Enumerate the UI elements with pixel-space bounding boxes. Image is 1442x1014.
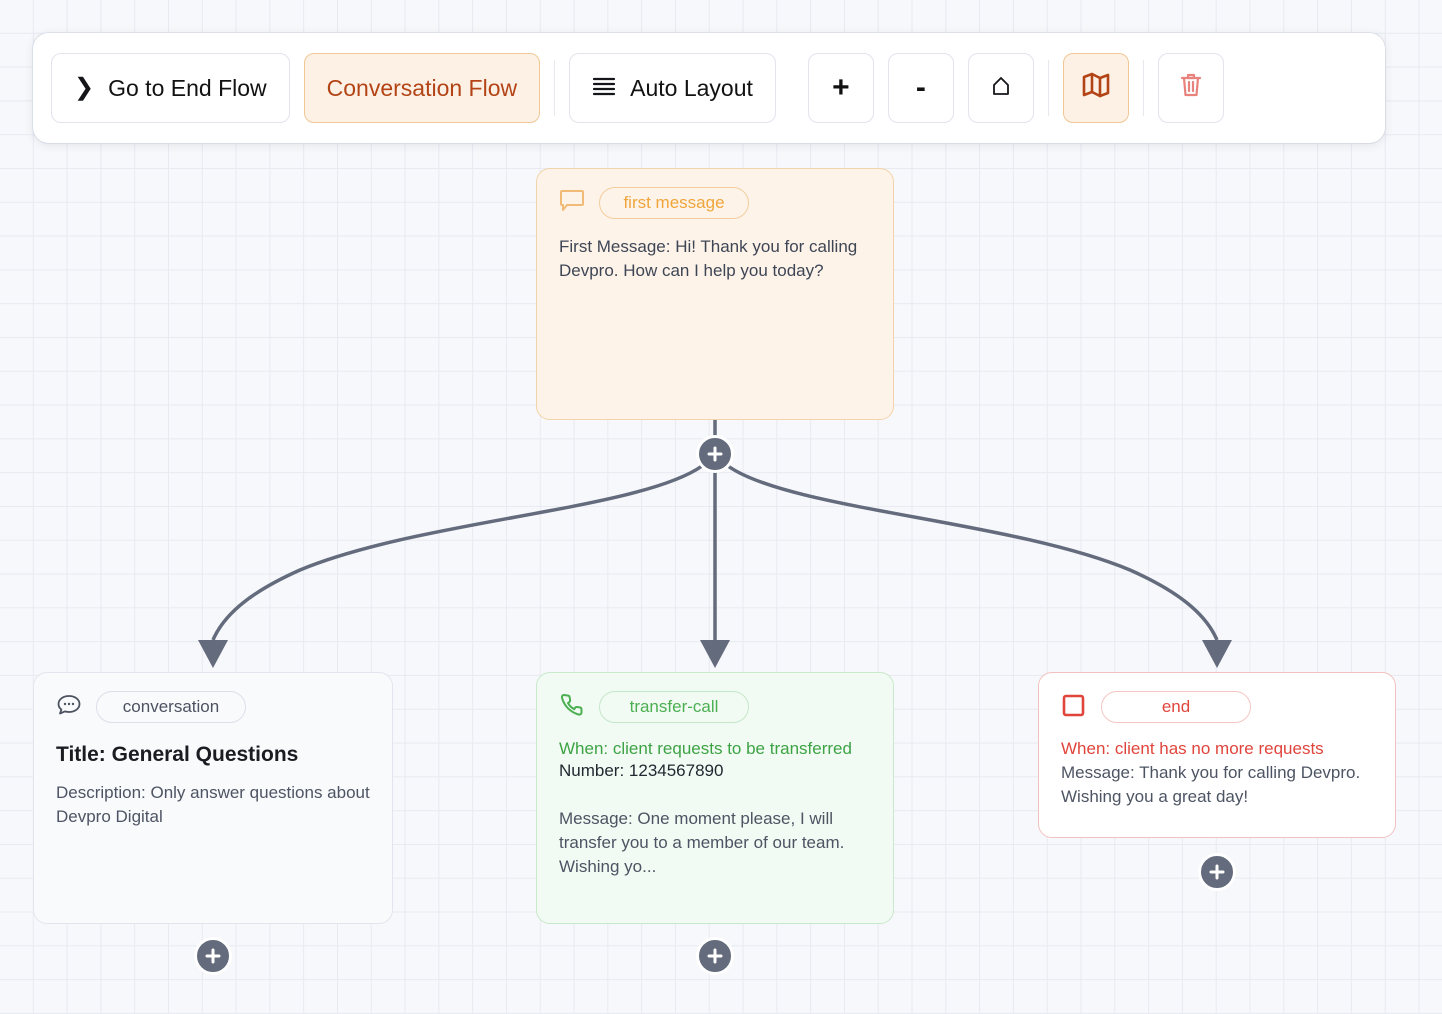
first-message-body: First Message: Hi! Thank you for calling… bbox=[559, 237, 858, 281]
node-type-chip: conversation bbox=[96, 691, 246, 723]
plus-icon bbox=[707, 446, 723, 462]
chevron-right-icon: ❯ bbox=[74, 74, 95, 101]
edge-to-end bbox=[726, 464, 1219, 641]
delete-button[interactable] bbox=[1157, 53, 1224, 123]
conversation-title: Title: General Questions bbox=[56, 743, 299, 766]
plus-icon bbox=[1209, 864, 1225, 880]
transfer-call-message: Message: One moment please, I will trans… bbox=[559, 809, 845, 877]
add-node-handle-transfer-call[interactable] bbox=[696, 937, 734, 975]
transfer-call-number: Number: 1234567890 bbox=[559, 761, 724, 780]
speech-bubble-icon bbox=[559, 189, 585, 218]
chat-dots-icon bbox=[56, 693, 82, 722]
node-type-chip: first message bbox=[599, 187, 749, 219]
arrowhead-end bbox=[1202, 640, 1232, 668]
plus-icon: + bbox=[832, 71, 850, 104]
toolbar-divider-2 bbox=[1047, 60, 1049, 116]
conversation-description: Description: Only answer questions about… bbox=[56, 783, 370, 827]
go-to-end-flow-button[interactable]: ❯ Go to End Flow bbox=[51, 53, 290, 123]
auto-layout-label: Auto Layout bbox=[630, 74, 753, 101]
list-lines-icon bbox=[592, 75, 616, 102]
zoom-out-button[interactable]: - bbox=[887, 53, 954, 123]
flow-toolbar: ❯ Go to End Flow Conversation Flow Auto … bbox=[33, 33, 1385, 143]
minus-icon: - bbox=[915, 71, 926, 104]
node-header: first message bbox=[559, 187, 871, 219]
home-icon bbox=[992, 75, 1010, 102]
plus-icon bbox=[205, 948, 221, 964]
transfer-call-when: When: client requests to be transferred bbox=[559, 739, 852, 758]
tab-conversation-flow[interactable]: Conversation Flow bbox=[303, 53, 541, 123]
node-header: conversation bbox=[56, 691, 370, 723]
end-message: Message: Thank you for calling Devpro. W… bbox=[1061, 763, 1361, 807]
auto-layout-button[interactable]: Auto Layout bbox=[569, 53, 776, 123]
phone-icon bbox=[559, 692, 585, 723]
conversation-flow-label: Conversation Flow bbox=[326, 74, 518, 101]
node-first-message[interactable]: first message First Message: Hi! Thank y… bbox=[536, 168, 894, 420]
node-conversation[interactable]: conversation Title: General Questions De… bbox=[33, 672, 393, 924]
node-end[interactable]: end When: client has no more requests Me… bbox=[1038, 672, 1396, 838]
minimap-toggle-button[interactable] bbox=[1062, 53, 1129, 123]
node-type-chip: end bbox=[1101, 691, 1251, 723]
end-when: When: client has no more requests bbox=[1061, 739, 1324, 758]
plus-icon bbox=[707, 948, 723, 964]
edge-to-conversation bbox=[211, 464, 704, 641]
stop-square-icon bbox=[1061, 692, 1087, 723]
toolbar-divider-3 bbox=[1142, 60, 1144, 116]
node-header: end bbox=[1061, 691, 1373, 723]
arrowhead-transfer-call bbox=[700, 640, 730, 668]
add-node-handle-end[interactable] bbox=[1198, 853, 1236, 891]
node-header: transfer-call bbox=[559, 691, 871, 723]
fit-view-home-button[interactable] bbox=[967, 53, 1034, 123]
add-node-handle-first-message[interactable] bbox=[696, 435, 734, 473]
add-node-handle-conversation[interactable] bbox=[194, 937, 232, 975]
arrowhead-conversation bbox=[198, 640, 228, 668]
toolbar-divider-1 bbox=[554, 60, 556, 116]
map-icon bbox=[1081, 71, 1111, 105]
node-transfer-call[interactable]: transfer-call When: client requests to b… bbox=[536, 672, 894, 924]
node-type-chip: transfer-call bbox=[599, 691, 749, 723]
go-to-end-flow-label: Go to End Flow bbox=[108, 74, 267, 101]
zoom-in-button[interactable]: + bbox=[807, 53, 874, 123]
trash-icon bbox=[1178, 71, 1204, 105]
